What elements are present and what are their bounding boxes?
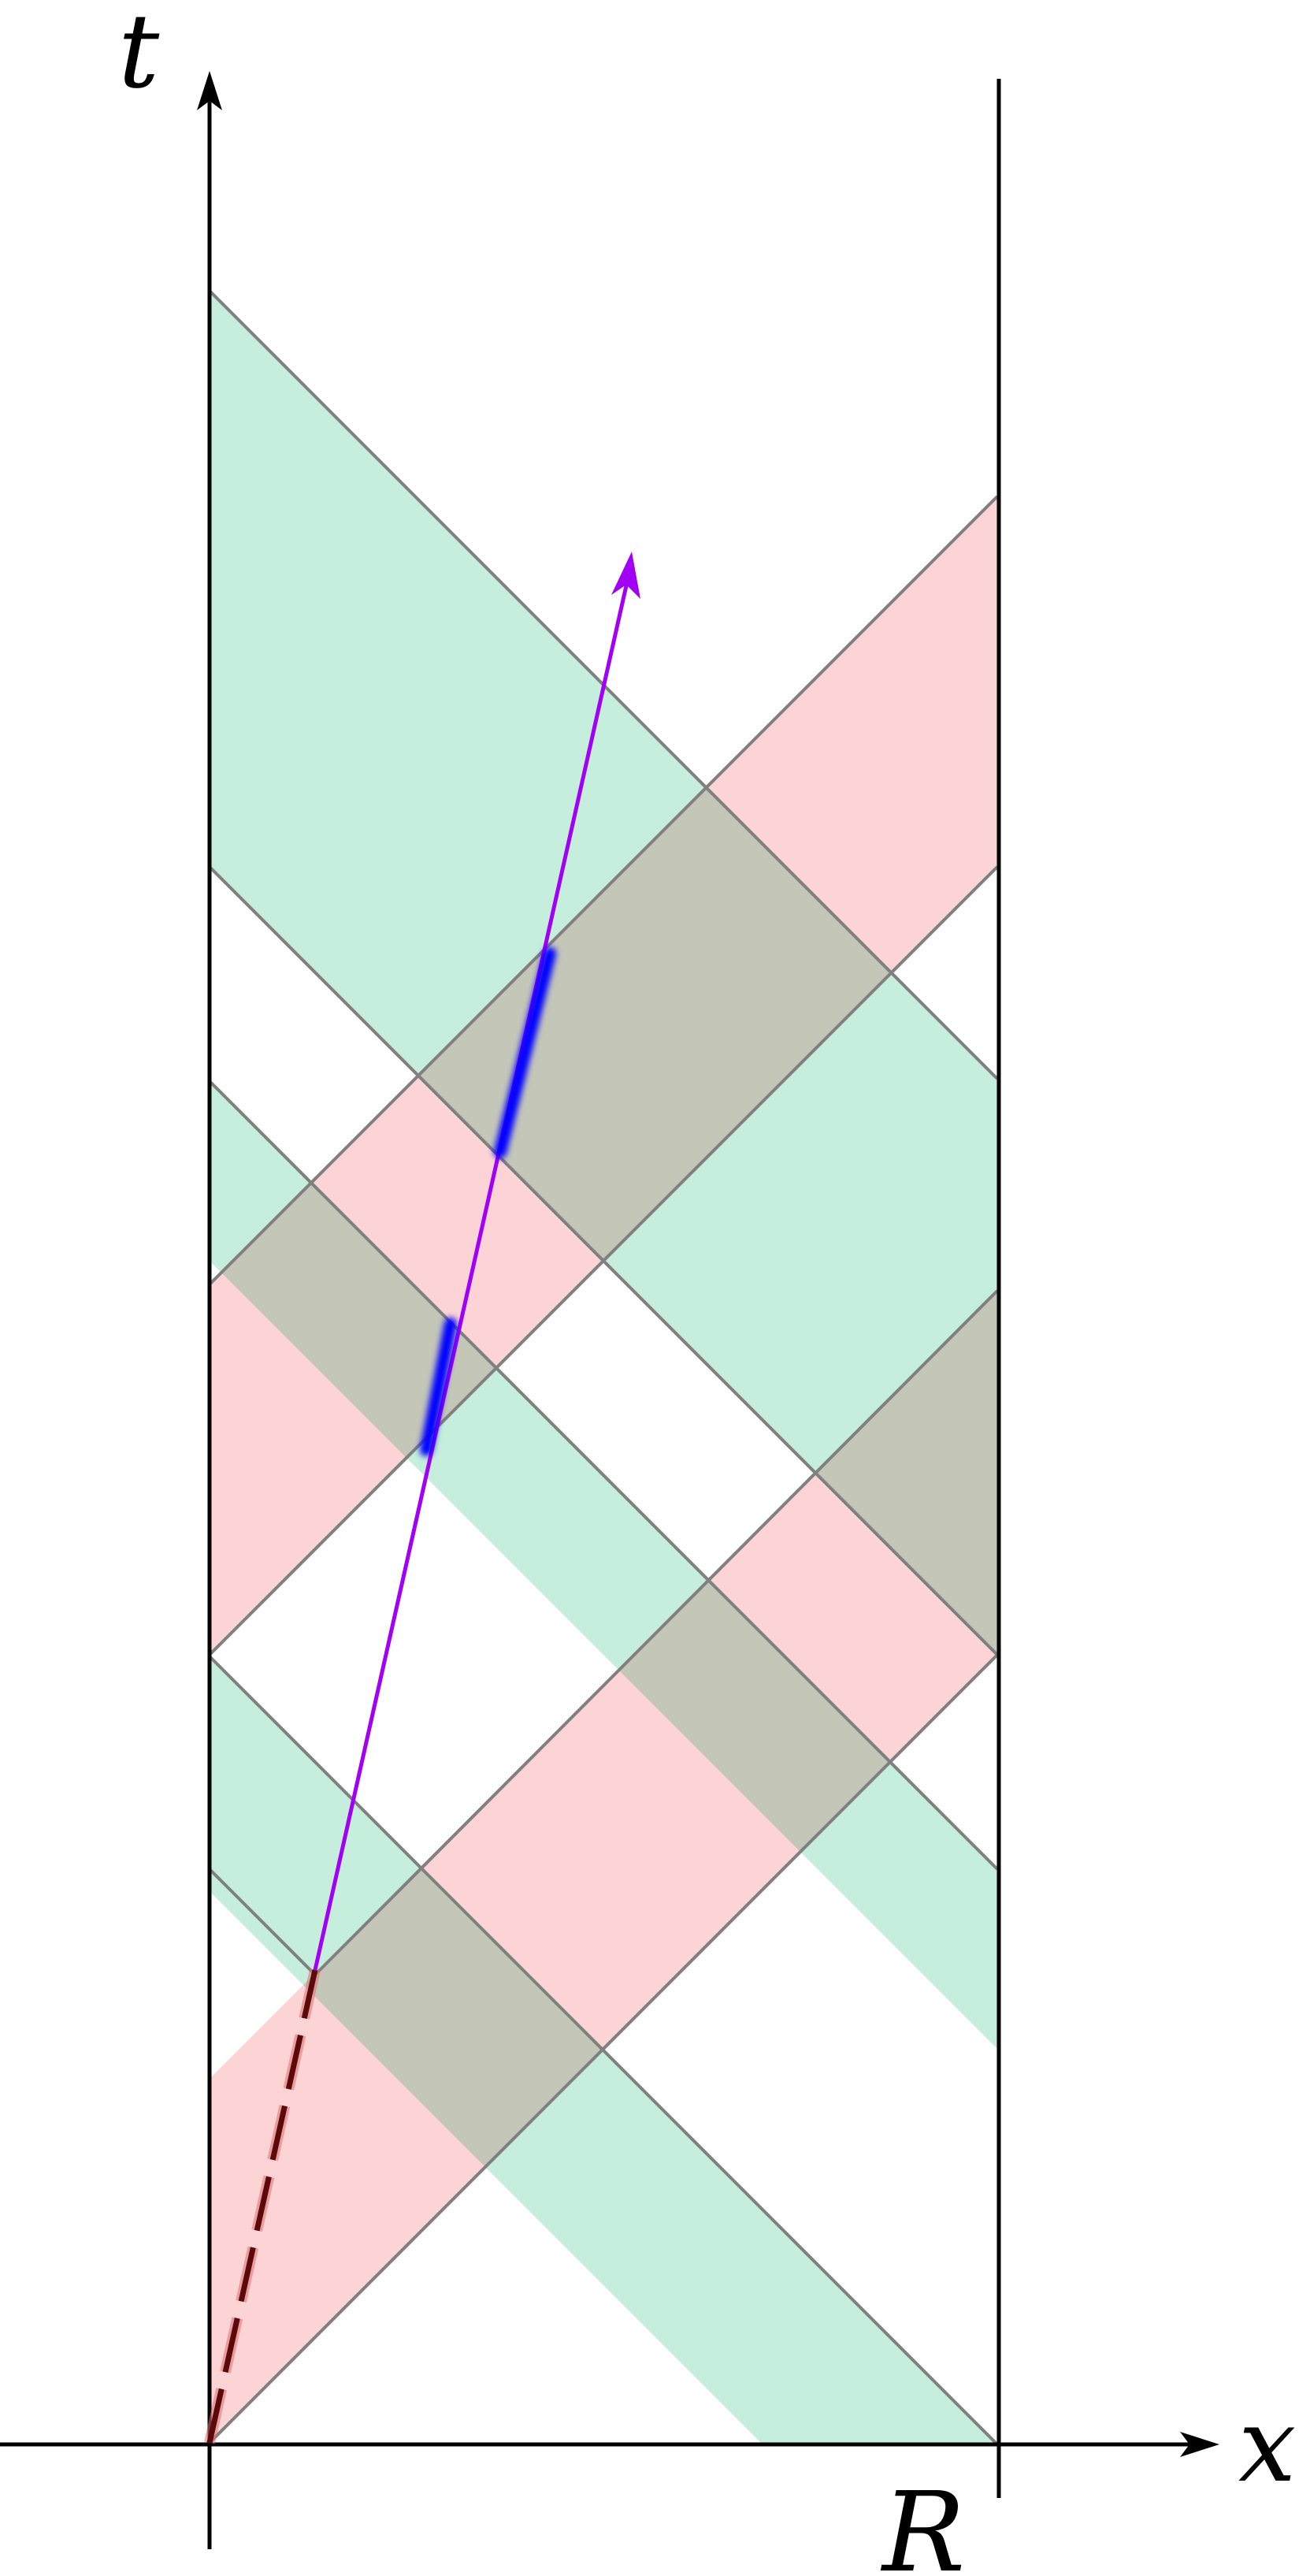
trajectory-line xyxy=(313,574,631,1971)
boundary-label: R xyxy=(880,2469,965,2576)
edge-line xyxy=(208,1653,997,2443)
edge-line xyxy=(208,865,997,1658)
edge-line xyxy=(314,1289,997,1976)
t-axis-arrowhead-icon xyxy=(197,71,222,110)
edge-line xyxy=(208,495,997,1288)
x-axis-label: x xyxy=(1238,2385,1296,2505)
highlight-segment-lower xyxy=(420,1318,457,1456)
dashed-trajectory-segment-core xyxy=(206,1969,318,2444)
trajectory-arrowhead-icon xyxy=(611,552,640,599)
red-band-upper xyxy=(208,496,997,1656)
red-band-lower xyxy=(208,1291,997,2443)
x-axis-arrowhead-icon xyxy=(1180,2432,1219,2457)
highlight-segment-upper xyxy=(494,947,556,1158)
edge-line xyxy=(208,1866,317,1976)
edge-line xyxy=(208,1078,997,1871)
t-axis-label: t xyxy=(118,0,160,111)
shaded-bands xyxy=(208,289,997,2443)
